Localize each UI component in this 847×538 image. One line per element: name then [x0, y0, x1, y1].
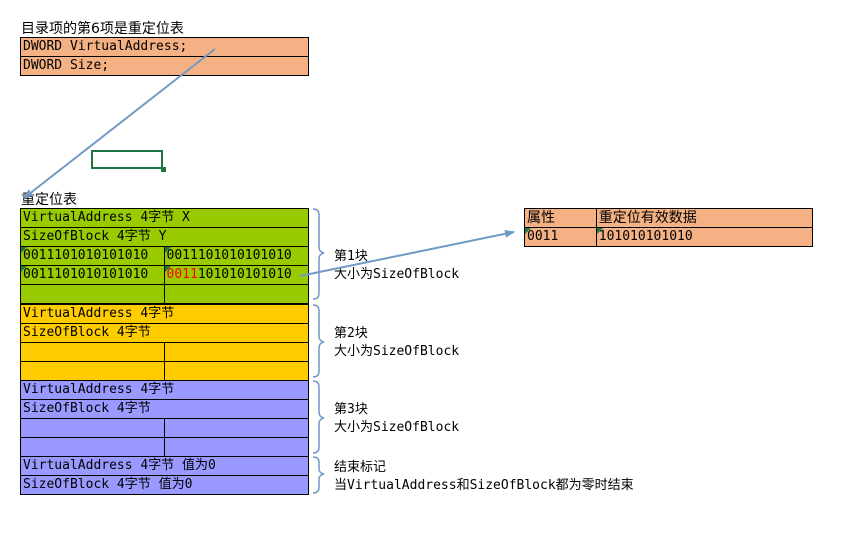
block-2-empty-cell[interactable]: [163, 361, 309, 381]
offset-bits: 101010101010: [197, 267, 292, 282]
block-2-empty-cell[interactable]: [163, 342, 309, 362]
block-2-size: 大小为SizeOfBlock: [334, 344, 460, 359]
dir-entry-table: DWORD VirtualAddress; DWORD Size;: [20, 37, 309, 76]
block-1-empty-cell[interactable]: [20, 284, 165, 304]
block-3-label: 第3块 大小为SizeOfBlock: [334, 401, 459, 437]
entry-detail-header-attribute[interactable]: 属性: [524, 208, 597, 228]
block-2-label: 第2块 大小为SizeOfBlock: [334, 325, 459, 361]
block-1-item-cell[interactable]: 0011101010101010: [20, 265, 165, 285]
block-1-empty-cell[interactable]: [163, 284, 310, 304]
block-3-size: 大小为SizeOfBlock: [334, 420, 460, 435]
block-3-brace: [312, 380, 325, 454]
block-2-empty-cell[interactable]: [20, 361, 165, 381]
end-block-table: VirtualAddress 4字节 值为0 SizeOfBlock 4字节 值…: [20, 456, 309, 495]
block-1-name: 第1块: [334, 249, 368, 264]
end-block-sizeofblock-cell[interactable]: SizeOfBlock 4字节 值为0: [20, 475, 309, 495]
dir-entry-virtualaddress-cell[interactable]: DWORD VirtualAddress;: [20, 37, 309, 57]
entry-detail-arrow: [299, 229, 515, 277]
end-block-name: 结束标记: [334, 460, 387, 475]
end-block-description: 当VirtualAddress和SizeOfBlock都为零时结束: [334, 478, 634, 493]
attribute-bits: 0011: [166, 267, 198, 282]
block-2-name: 第2块: [334, 326, 368, 341]
block-2-virtualaddress-cell[interactable]: VirtualAddress 4字节: [20, 304, 309, 324]
block-1-item-cell[interactable]: 0011101010101010: [163, 246, 310, 266]
fill-handle[interactable]: [161, 167, 166, 172]
end-block-brace: [312, 456, 325, 494]
reloc-table-title: 重定位表: [21, 192, 77, 208]
block-1-table: VirtualAddress 4字节 X SizeOfBlock 4字节 Y 0…: [20, 208, 310, 304]
selected-cell[interactable]: [91, 150, 163, 169]
end-block-label: 结束标记 当VirtualAddress和SizeOfBlock都为零时结束: [334, 459, 634, 495]
entry-detail-header-data[interactable]: 重定位有效数据: [595, 208, 814, 228]
end-block-virtualaddress-cell[interactable]: VirtualAddress 4字节 值为0: [20, 456, 309, 476]
block-1-item-cell[interactable]: 0011101010101010: [20, 246, 165, 266]
block-3-virtualaddress-cell[interactable]: VirtualAddress 4字节: [20, 380, 309, 400]
block-2-table: VirtualAddress 4字节 SizeOfBlock 4字节: [20, 304, 309, 381]
block-3-empty-cell[interactable]: [20, 418, 165, 438]
entry-detail-attribute-value[interactable]: 0011: [524, 227, 597, 247]
block-1-brace: [312, 208, 325, 300]
block-2-brace: [312, 304, 325, 378]
block-1-sizeofblock-cell[interactable]: SizeOfBlock 4字节 Y: [20, 227, 309, 247]
dir-entry-arrow: [23, 48, 216, 199]
block-3-name: 第3块: [334, 402, 368, 417]
entry-detail-table: 属性 重定位有效数据 0011 101010101010: [524, 208, 814, 247]
block-1-item-highlighted-cell[interactable]: 0011101010101010: [163, 265, 310, 285]
dir-entry-size-cell[interactable]: DWORD Size;: [20, 56, 309, 76]
block-1-label: 第1块 大小为SizeOfBlock: [334, 248, 459, 284]
block-1-size: 大小为SizeOfBlock: [334, 267, 460, 282]
dir-entry-title: 目录项的第6项是重定位表: [21, 21, 184, 37]
block-3-table: VirtualAddress 4字节 SizeOfBlock 4字节: [20, 380, 309, 457]
entry-detail-data-value[interactable]: 101010101010: [595, 227, 814, 247]
